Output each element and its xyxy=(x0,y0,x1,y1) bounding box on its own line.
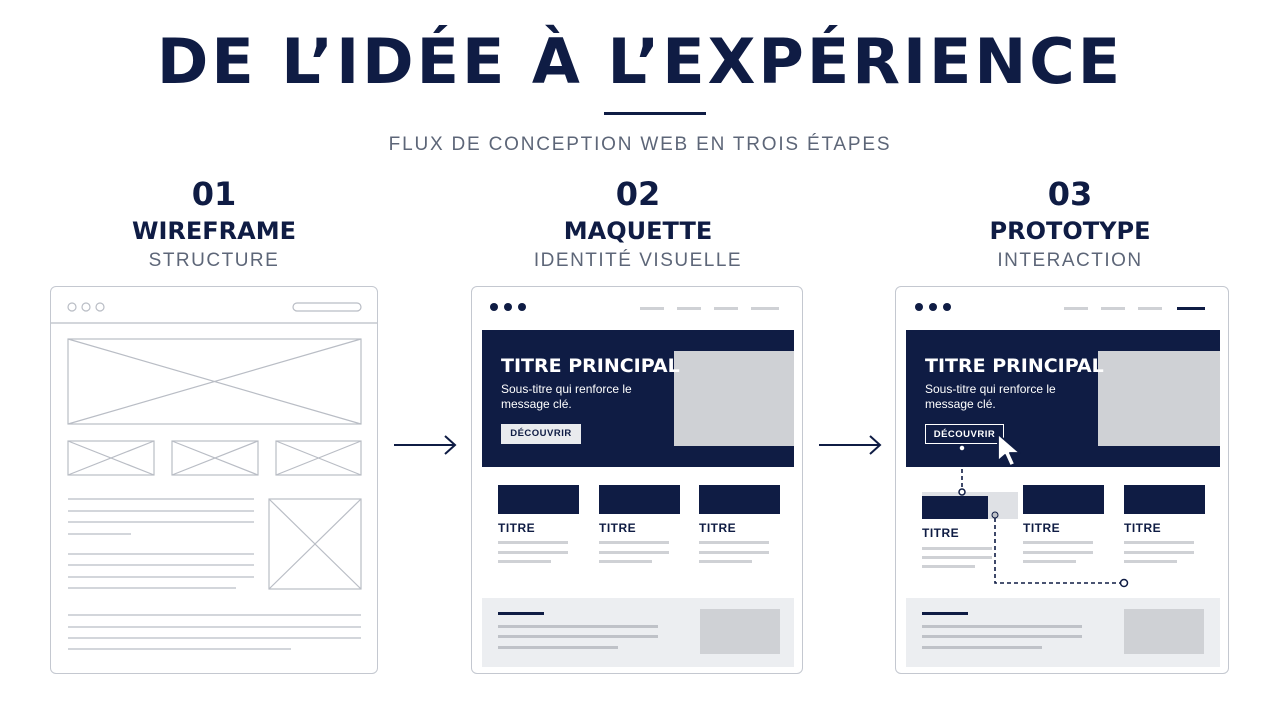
step-3-subtitle: INTERACTION xyxy=(997,250,1143,271)
maquette-drawing xyxy=(482,303,794,667)
prototype-mockup: TITRE PRINCIPAL Sous-titre qui renforce … xyxy=(895,286,1229,674)
maquette-mockup: TITRE PRINCIPAL Sous-titre qui renforce … xyxy=(471,286,803,674)
card-title: TITRE xyxy=(498,521,536,535)
cta-button: DÉCOUVRIR xyxy=(501,424,581,444)
hero-subtitle: Sous-titre qui renforce le message clé. xyxy=(925,382,1056,411)
card-title: TITRE xyxy=(922,526,960,540)
step-2-number: 02 xyxy=(615,175,661,213)
arrow-right-icon xyxy=(394,435,457,455)
arrow-right-icon xyxy=(819,435,882,455)
step-3-name: PROTOTYPE xyxy=(989,217,1151,245)
card-title: TITRE xyxy=(599,521,637,535)
step-1-number: 01 xyxy=(191,175,237,213)
card-title: TITRE xyxy=(1124,521,1162,535)
step-3-number: 03 xyxy=(1047,175,1093,213)
page-title: DE L’IDÉE À L’EXPÉRIENCE xyxy=(156,25,1124,98)
wireframe-drawing xyxy=(51,302,377,650)
hero-subtitle: Sous-titre qui renforce le message clé. xyxy=(501,382,632,411)
step-2-subtitle: IDENTITÉ VISUELLE xyxy=(533,250,743,271)
card-title: TITRE xyxy=(699,521,737,535)
cta-button: DÉCOUVRIR xyxy=(925,424,1004,444)
hero-title: TITRE PRINCIPAL xyxy=(925,355,1104,377)
wireframe-mockup xyxy=(50,286,378,674)
step-2-name: MAQUETTE xyxy=(563,217,713,245)
step-1-subtitle: STRUCTURE xyxy=(148,250,280,271)
hero-title: TITRE PRINCIPAL xyxy=(501,355,680,377)
prototype-drawing xyxy=(906,303,1220,667)
card-title: TITRE xyxy=(1023,521,1061,535)
title-divider xyxy=(604,112,706,115)
page-subtitle: FLUX DE CONCEPTION WEB EN TROIS ÉTAPES xyxy=(388,134,892,155)
cursor-icon xyxy=(997,433,1021,467)
step-1-name: WIREFRAME xyxy=(131,217,296,245)
